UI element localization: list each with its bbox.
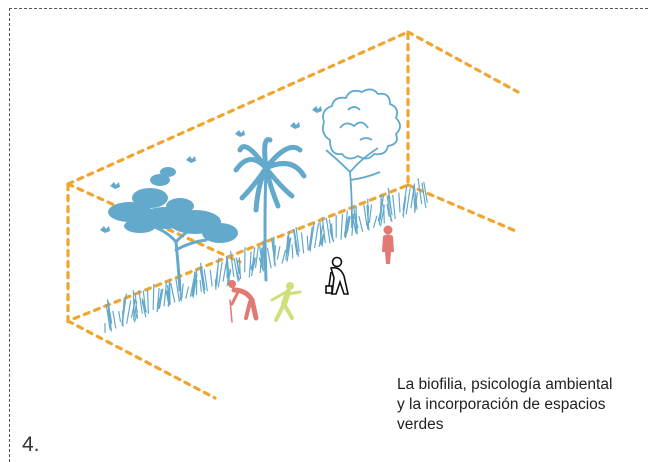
caption-line: verdes [397,416,444,433]
palm-tree-icon [233,137,307,282]
bird-icon [100,106,322,233]
frame-border-left [9,8,10,462]
caption-line: y la incorporación de espacios [397,396,606,413]
outline-tree-icon [321,88,401,229]
canopy-tree-icon [108,167,238,292]
frame-border-top [9,8,648,9]
caption-line: La biofilia, psicología ambiental [397,376,613,393]
grass-strip [104,178,428,333]
figure-number: 4. [22,433,40,456]
person-figures-icon [228,225,394,323]
figure-caption: La biofilia, psicología ambiental y la i… [397,375,647,435]
